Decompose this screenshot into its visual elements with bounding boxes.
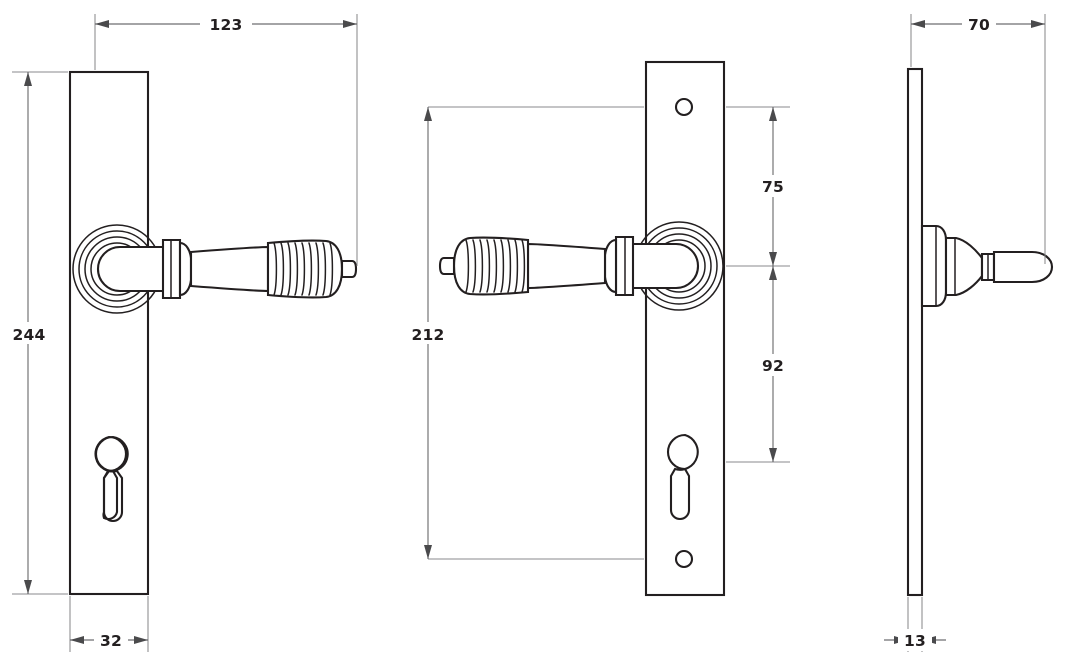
rear-screw-hole-top [674,97,694,117]
side-view [906,67,1054,597]
rear-screw-hole-bottom [674,549,694,569]
front-lever-handle [96,238,358,300]
side-lever-barrel [992,250,1054,284]
rear-keyhole [666,433,699,521]
dim-32: 32 [69,596,149,652]
side-rose-body [920,224,948,308]
dim-70-label: 70 [968,16,990,34]
side-lever-neck [944,236,984,297]
dim-32-label: 32 [100,632,122,650]
rear-lever-handle [438,235,700,297]
dim-92-label: 92 [762,357,784,375]
rear-lever-neck [629,242,700,290]
dim-123: 123 [94,13,358,266]
dim-244-label: 244 [13,326,46,344]
dim-212: 212 [405,106,644,560]
side-backplate-edge [906,67,924,597]
dim-92: 92 [726,266,791,463]
front-lever-shaft [189,245,270,293]
dim-13-label: 13 [904,632,926,650]
dim-123-label: 123 [210,16,243,34]
front-lever-collar-b [178,241,193,297]
dim-75-label: 75 [762,178,784,196]
dim-13: 13 [884,597,946,652]
front-view [68,70,358,596]
front-keyhole-outline [94,435,129,521]
dim-212-label: 212 [412,326,445,344]
rear-lever-end-nub [438,256,456,276]
dim-70: 70 [910,13,1046,264]
front-lever-end-nub [340,259,358,279]
rear-lever-collar-b [603,238,618,294]
rear-lever-shaft [526,242,607,290]
dim-244: 244 [6,71,68,595]
dim-75: 75 [726,106,791,267]
front-lever-neck [96,245,167,293]
rear-view [438,60,726,597]
